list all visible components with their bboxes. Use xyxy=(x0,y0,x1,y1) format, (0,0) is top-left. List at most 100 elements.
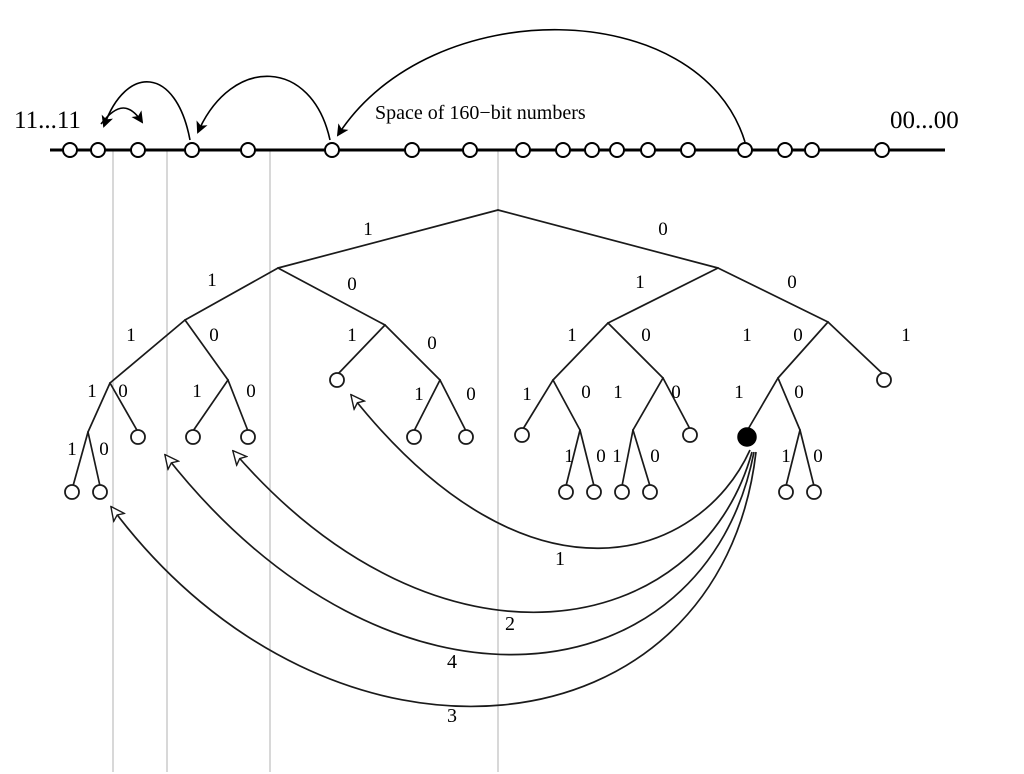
trie-bit-label: 1 xyxy=(567,325,577,346)
trie-bit-label: 1 xyxy=(781,446,791,467)
trie-edge xyxy=(827,321,885,376)
trie-edge xyxy=(579,429,595,487)
trie-leaf-nodes xyxy=(64,372,892,500)
trie-edge xyxy=(662,377,691,430)
number-line-node xyxy=(130,142,146,158)
trie-bit-label: 1 xyxy=(207,270,217,291)
trie-bit-label: 1 xyxy=(192,381,202,402)
trie-edge xyxy=(384,324,441,381)
finger-arrow-3 xyxy=(112,451,757,708)
trie-bit-label: 1 xyxy=(613,382,623,403)
trie-edge xyxy=(522,379,554,430)
trie-edge xyxy=(799,429,815,487)
trie-edge xyxy=(717,267,829,323)
trie-edge xyxy=(109,382,139,433)
trie-leaf xyxy=(92,484,108,500)
trie-bit-label: 1 xyxy=(347,325,357,346)
trie-bit-label: 0 xyxy=(813,446,823,467)
hop-arc-a xyxy=(101,81,191,141)
trie-bit-label: 1 xyxy=(363,219,373,240)
trie-edge xyxy=(87,431,101,487)
number-line-node xyxy=(584,142,600,158)
trie-bit-label: 0 xyxy=(118,381,128,402)
trie-leaf xyxy=(876,372,892,388)
guide-lines xyxy=(112,150,499,772)
number-line-node xyxy=(515,142,531,158)
trie-edge xyxy=(109,319,186,384)
trie-leaf xyxy=(64,484,80,500)
trie-bit-label: 1 xyxy=(87,381,97,402)
number-line-node xyxy=(804,142,820,158)
number-line-node xyxy=(640,142,656,158)
trie-bit-label: 0 xyxy=(787,272,797,293)
trie-leaf xyxy=(130,429,146,445)
trie-bit-label: 0 xyxy=(658,219,668,240)
diagram-title: Space of 160−bit numbers xyxy=(375,102,586,124)
number-line-node xyxy=(324,142,340,158)
trie-leaf xyxy=(614,484,630,500)
trie-edge xyxy=(785,429,801,487)
trie-edge xyxy=(184,267,279,321)
number-line-node xyxy=(680,142,696,158)
trie-bit-label: 0 xyxy=(671,382,681,403)
source-node-marker xyxy=(737,427,757,447)
finger-arrow-2 xyxy=(234,452,753,614)
trie-bit-label: 0 xyxy=(794,382,804,403)
trie-edge xyxy=(87,382,111,433)
finger-arrows xyxy=(112,396,757,708)
trie-leaf xyxy=(806,484,822,500)
trie-edge xyxy=(439,379,467,432)
hop-arc-tiny xyxy=(100,107,144,125)
trie-edge xyxy=(552,379,581,431)
trie-leaf xyxy=(329,372,345,388)
trie-edge xyxy=(336,324,386,376)
trie-bit-label: 1 xyxy=(901,325,911,346)
finger-arrow-4 xyxy=(166,451,755,656)
number-line xyxy=(50,142,945,158)
number-line-node xyxy=(555,142,571,158)
finger-1-label: 1 xyxy=(555,548,565,570)
number-line-node xyxy=(90,142,106,158)
trie-bit-label: 1 xyxy=(126,325,136,346)
trie-leaf xyxy=(682,427,698,443)
number-line-node xyxy=(737,142,753,158)
trie-bit-label: 0 xyxy=(641,325,651,346)
number-line-node xyxy=(874,142,890,158)
trie-bit-label: 0 xyxy=(347,274,357,295)
number-line-node xyxy=(462,142,478,158)
trie-edge xyxy=(72,431,89,487)
trie-edge xyxy=(497,209,719,269)
trie-edge xyxy=(777,321,829,379)
hop-arc-b xyxy=(196,75,331,141)
trie-edge xyxy=(777,377,801,431)
number-line-node xyxy=(62,142,78,158)
finger-2-label: 2 xyxy=(505,613,515,635)
trie-edge xyxy=(192,379,229,432)
trie-bit-label: 1 xyxy=(414,384,424,405)
trie-bit-label: 0 xyxy=(209,325,219,346)
finger-4-label: 4 xyxy=(447,651,457,673)
trie-edge xyxy=(277,209,499,269)
trie-bit-label: 1 xyxy=(635,272,645,293)
trie-bit-label: 0 xyxy=(99,439,109,460)
number-line-node xyxy=(184,142,200,158)
trie-edge xyxy=(552,322,609,381)
trie-bit-label: 0 xyxy=(581,382,591,403)
trie-leaf xyxy=(514,427,530,443)
trie-edge xyxy=(746,377,779,432)
trie-bit-label: 0 xyxy=(793,325,803,346)
routing-arcs xyxy=(100,28,746,143)
trie-edges xyxy=(72,209,885,487)
trie-bit-label: 1 xyxy=(522,384,532,405)
trie-bit-label: 1 xyxy=(734,382,744,403)
finger-arrow-1 xyxy=(352,396,751,549)
left-end-label: 11...11 xyxy=(14,107,81,134)
trie-edge xyxy=(413,379,441,432)
trie-edge xyxy=(227,379,249,432)
trie-leaf xyxy=(586,484,602,500)
right-end-label: 00...00 xyxy=(890,107,959,134)
trie-bit-label: 0 xyxy=(650,446,660,467)
